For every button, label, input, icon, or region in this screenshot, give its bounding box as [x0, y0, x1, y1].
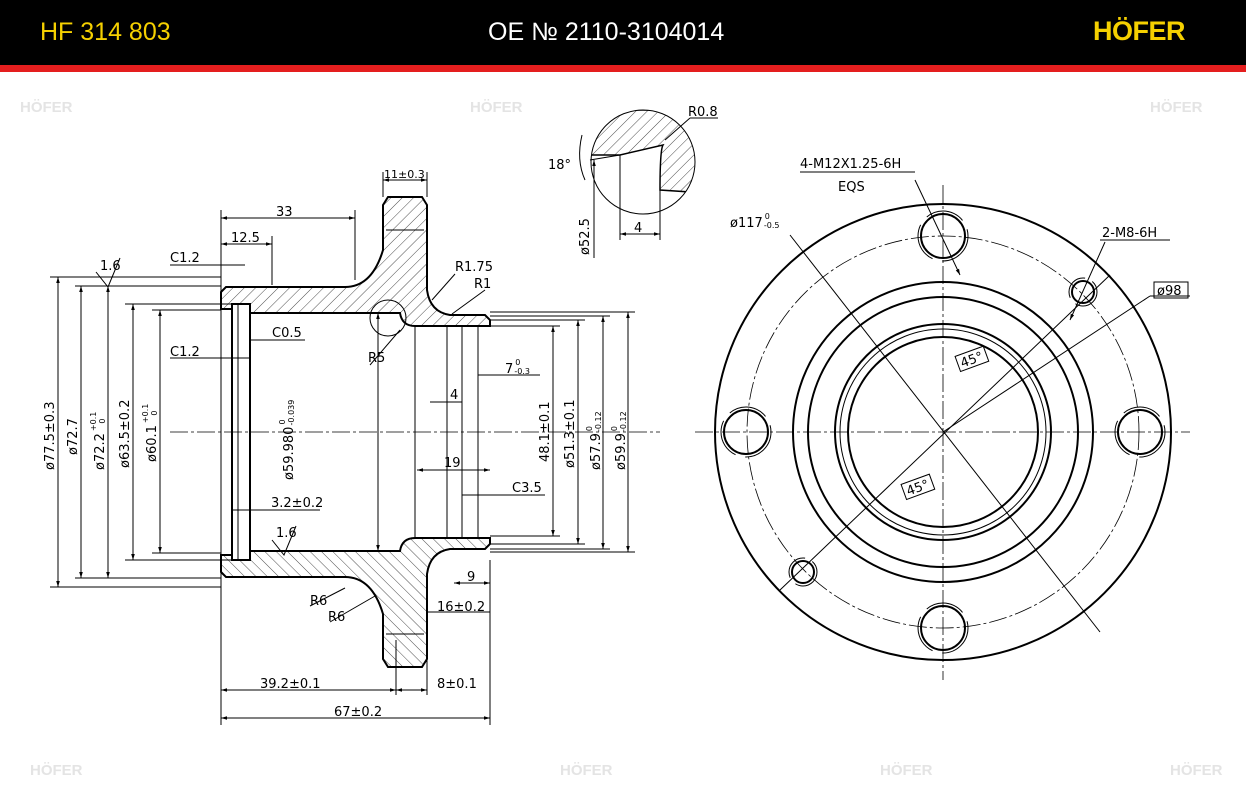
dim-33: 33: [276, 205, 293, 220]
dia-72-7: ø72.7: [66, 418, 81, 455]
watermark-text: HÖFER: [30, 762, 83, 779]
dia-72-2: ø72.2+0.10: [89, 412, 108, 470]
detail-angle-18: 18°: [548, 158, 571, 173]
dia-98: ø98: [1157, 284, 1182, 299]
dim-12-5: 12.5: [231, 231, 260, 246]
dia-57-9: ø57.90-0.12: [585, 411, 604, 470]
watermark-text: HÖFER: [1150, 99, 1203, 116]
angle-45-lower: 45°: [905, 477, 932, 499]
dim-19: 19: [444, 456, 461, 471]
dia-77-5: ø77.5±0.3: [43, 402, 58, 470]
dim-r6-a: R6: [310, 594, 327, 609]
dim-9: 9: [467, 570, 475, 585]
dia-60-1: ø60.1+0.10: [141, 404, 160, 462]
dia-63-5: ø63.5±0.2: [118, 400, 133, 468]
angle-45-upper: 45°: [959, 349, 986, 371]
watermark-layer: HÖFER HÖFER HÖFER HÖFER HÖFER HÖFER HÖFE…: [20, 99, 1223, 779]
technical-drawing: HÖFER HÖFER HÖFER HÖFER HÖFER HÖFER HÖFE…: [20, 99, 1223, 779]
dia-59-98: ø59.9800-0.039: [278, 400, 297, 480]
dia-51-3: ø51.3±0.1: [563, 400, 578, 468]
section-dimension-labels: 33 11±0.3 12.5 C1.2 1.6 R1.75 R1 C0.5 C1…: [43, 168, 629, 720]
detail-dia-52-5: ø52.5: [578, 218, 593, 255]
dim-r1: R1: [474, 277, 491, 292]
brand-logo: HÖFER: [1093, 16, 1186, 46]
oe-number: OE № 2110-3104014: [488, 18, 725, 46]
bolt-hole-m8: [1068, 277, 1098, 307]
roughness-bottom: 1.6: [276, 526, 297, 541]
dim-11: 11±0.3: [384, 168, 425, 181]
detail-r0-8: R0.8: [688, 105, 718, 120]
dim-67: 67±0.2: [334, 705, 382, 720]
watermark-text: HÖFER: [1170, 762, 1223, 779]
dim-3-2: 3.2±0.2: [271, 496, 323, 511]
bolt-hole-m8: [788, 557, 818, 587]
watermark-text: HÖFER: [560, 762, 613, 779]
watermark-text: HÖFER: [470, 99, 523, 116]
dia-59-9: ø59.90-0.12: [610, 411, 629, 470]
dim-r6-b: R6: [328, 610, 345, 625]
dia-48-1: 48.1±0.1: [538, 401, 553, 462]
roughness-top: 1.6: [100, 259, 121, 274]
hub-section-upper: [220, 196, 491, 327]
thread-m12-label: 4-M12X1.25-6H: [800, 157, 901, 172]
header-red-stripe: [0, 65, 1246, 72]
dim-r5: R5: [368, 351, 385, 366]
dim-c1-2-top: C1.2: [170, 251, 200, 266]
detail-dim-4: 4: [634, 221, 642, 236]
header-bar: [0, 0, 1246, 65]
thread-m8-label: 2-M8-6H: [1102, 226, 1157, 241]
detail-view: R0.8 18° ø52.5 4: [548, 105, 718, 258]
dim-c1-2-mid: C1.2: [170, 345, 200, 360]
dim-39-2: 39.2±0.1: [260, 677, 321, 692]
watermark-text: HÖFER: [20, 99, 73, 116]
dim-r1-75: R1.75: [455, 260, 493, 275]
dim-8: 8±0.1: [437, 677, 477, 692]
hub-section-view: [50, 172, 660, 725]
detail-marker-circle: [369, 299, 407, 337]
eqs-label: EQS: [838, 180, 865, 195]
dim-c3-5: C3.5: [512, 481, 542, 496]
dim-4: 4: [450, 388, 458, 403]
watermark-text: HÖFER: [880, 762, 933, 779]
part-number: HF 314 803: [40, 18, 171, 46]
dim-16: 16±0.2: [437, 600, 485, 615]
dim-c0-5: C0.5: [272, 326, 302, 341]
